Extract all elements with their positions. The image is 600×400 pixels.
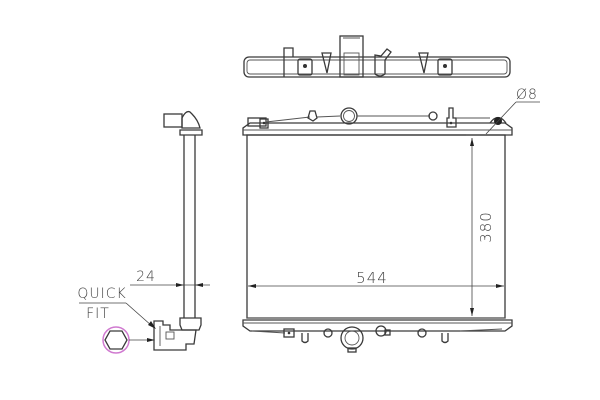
dimension-pin-diameter: Ø8: [485, 87, 540, 135]
side-view: [153, 110, 203, 351]
quick-fit-callout: QUICK FIT: [77, 286, 156, 354]
dimension-height: 380: [466, 134, 495, 316]
front-view: [242, 107, 513, 353]
pin-diameter-label: Ø8: [516, 87, 538, 103]
quick-fit-label-line1: QUICK: [77, 286, 126, 302]
hexagon-connector-icon: [104, 330, 128, 350]
dimension-depth: 24: [130, 269, 210, 287]
depth-dimension-label: 24: [136, 269, 156, 285]
quick-fit-label-line2: FIT: [86, 306, 110, 322]
top-view: [243, 35, 511, 78]
dimension-width: 544: [248, 269, 504, 288]
width-dimension-label: 544: [356, 269, 388, 287]
height-dimension-label: 380: [477, 211, 495, 243]
